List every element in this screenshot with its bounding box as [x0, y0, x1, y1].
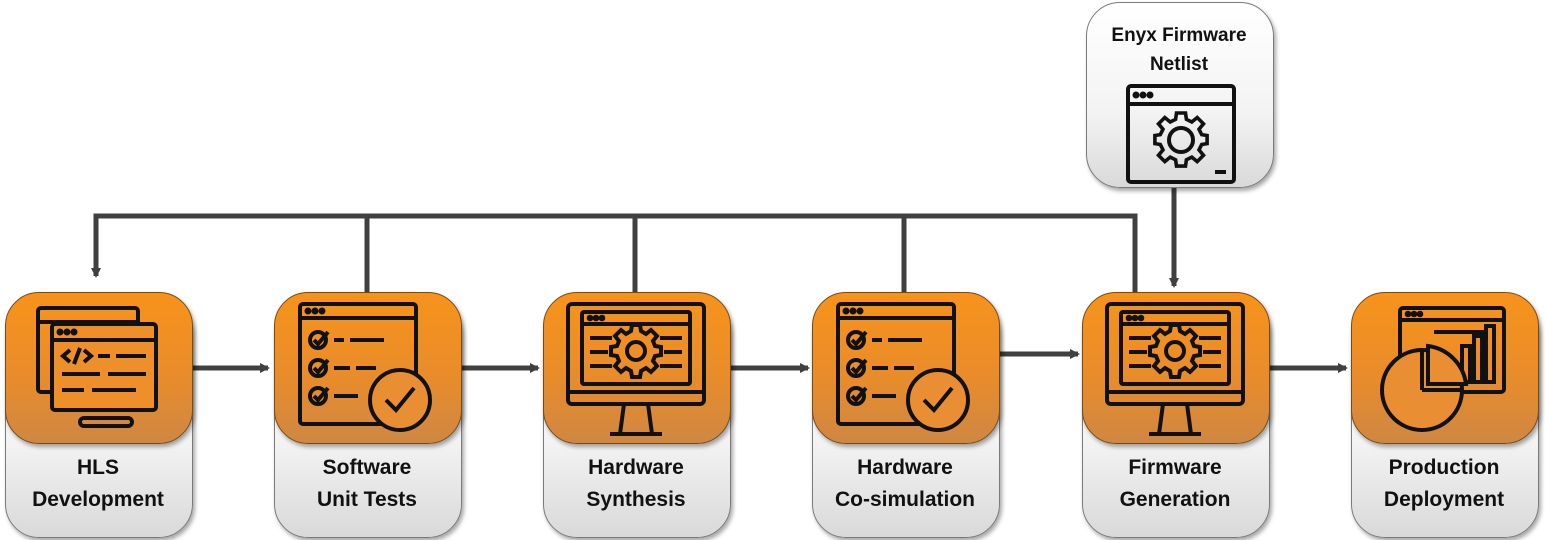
node-label-hls: HLS Development — [32, 456, 164, 511]
pie-chart-report-icon — [1380, 306, 1506, 432]
netlist-label: Enyx Firmware Netlist — [1111, 25, 1247, 75]
code-window-icon — [36, 306, 158, 428]
node-label-cosim: Hardware Co-simulation — [835, 456, 975, 511]
node-label-synthesis: Hardware Synthesis — [586, 456, 686, 511]
icon-box-synthesis — [543, 292, 731, 444]
node-label-unit-tests: Software Unit Tests — [317, 456, 417, 511]
feedback-line — [91, 213, 1138, 292]
monitor-gear-icon — [1105, 302, 1245, 436]
node-label-deployment: Production Deployment — [1383, 456, 1505, 511]
node-label-firmware-gen: Firmware Generation — [1119, 456, 1231, 511]
checklist-check-icon — [298, 302, 432, 432]
window-gear-icon — [1126, 84, 1236, 184]
monitor-gear-icon — [566, 302, 706, 436]
netlist-card — [1086, 2, 1274, 188]
checklist-check-icon — [836, 302, 970, 432]
icon-box-firmware-gen — [1082, 292, 1270, 444]
